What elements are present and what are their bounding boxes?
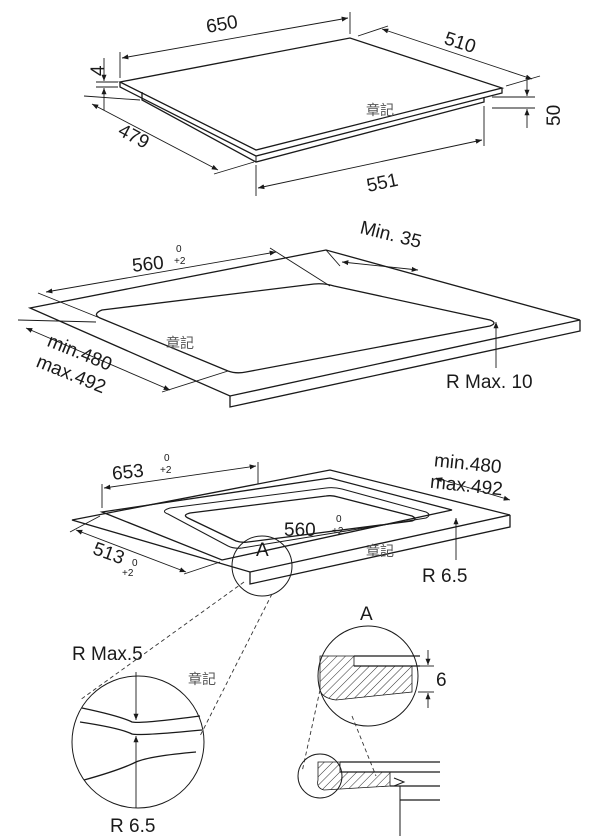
dim-551-label: 551 xyxy=(365,170,400,197)
dim-650-label: 650 xyxy=(205,12,240,38)
dim-6-label: 6 xyxy=(436,670,447,691)
round-detail-circle xyxy=(71,675,205,809)
dim-min35-label: Min. 35 xyxy=(358,217,424,252)
hob-body xyxy=(141,92,485,163)
dim-flush-560-tol-bottom: +2 xyxy=(332,526,344,537)
dim-4-label: 4 xyxy=(88,65,109,76)
dim-560-label: 560 xyxy=(131,253,165,277)
worktop-cutout-view: 560 0 +2 Min. 35 min.480 max.492 R Max. … xyxy=(17,217,581,408)
dim-flush-560-tol-top: 0 xyxy=(336,514,342,525)
section-detail-a: A 6 xyxy=(297,604,447,836)
radius-r65-label: R 6.5 xyxy=(422,566,467,587)
watermark-3: 章記 xyxy=(366,543,394,560)
round-corner-detail: R Max.5 R 6.5 章記 xyxy=(71,581,273,837)
dim-513-tol-top: 0 xyxy=(132,558,138,569)
dim-653-tol-top: 0 xyxy=(164,453,170,464)
radius-rmax10-label: R Max. 10 xyxy=(446,372,533,393)
section-marker-a: A xyxy=(360,604,373,625)
detail-marker-a: A xyxy=(256,540,269,561)
hob-glass-plate xyxy=(117,37,505,151)
dim-653-label: 653 xyxy=(111,461,145,485)
watermark-2: 章記 xyxy=(166,335,194,352)
flush-outer-recess xyxy=(99,477,453,561)
watermark-4: 章記 xyxy=(188,671,216,688)
dim-flush-560-label: 560 xyxy=(284,520,316,541)
radius-r65-bottom-label: R 6.5 xyxy=(110,816,155,837)
dim-513-tol-bottom: +2 xyxy=(122,568,134,579)
radius-rmax5-label: R Max.5 xyxy=(72,644,143,665)
flush-mount-view: 653 0 +2 min.480 max.492 560 0 +2 513 0 … xyxy=(69,450,511,597)
dim-560-tol-bottom: +2 xyxy=(174,256,186,267)
watermark-1: 章記 xyxy=(366,102,394,119)
dim-560-tol-top: 0 xyxy=(176,244,182,255)
detail-a-circle xyxy=(231,535,293,597)
dim-479-label: 479 xyxy=(115,120,153,153)
section-detail-circle xyxy=(317,625,419,727)
dim-513-label: 513 xyxy=(90,539,127,570)
cutout-opening xyxy=(95,283,495,374)
hob-top-view: 650 510 4 50 479 551 章記 xyxy=(83,12,565,197)
dim-653-tol-bottom: +2 xyxy=(160,465,172,476)
dim-510-label: 510 xyxy=(442,28,479,58)
dim-50-label: 50 xyxy=(544,105,565,126)
